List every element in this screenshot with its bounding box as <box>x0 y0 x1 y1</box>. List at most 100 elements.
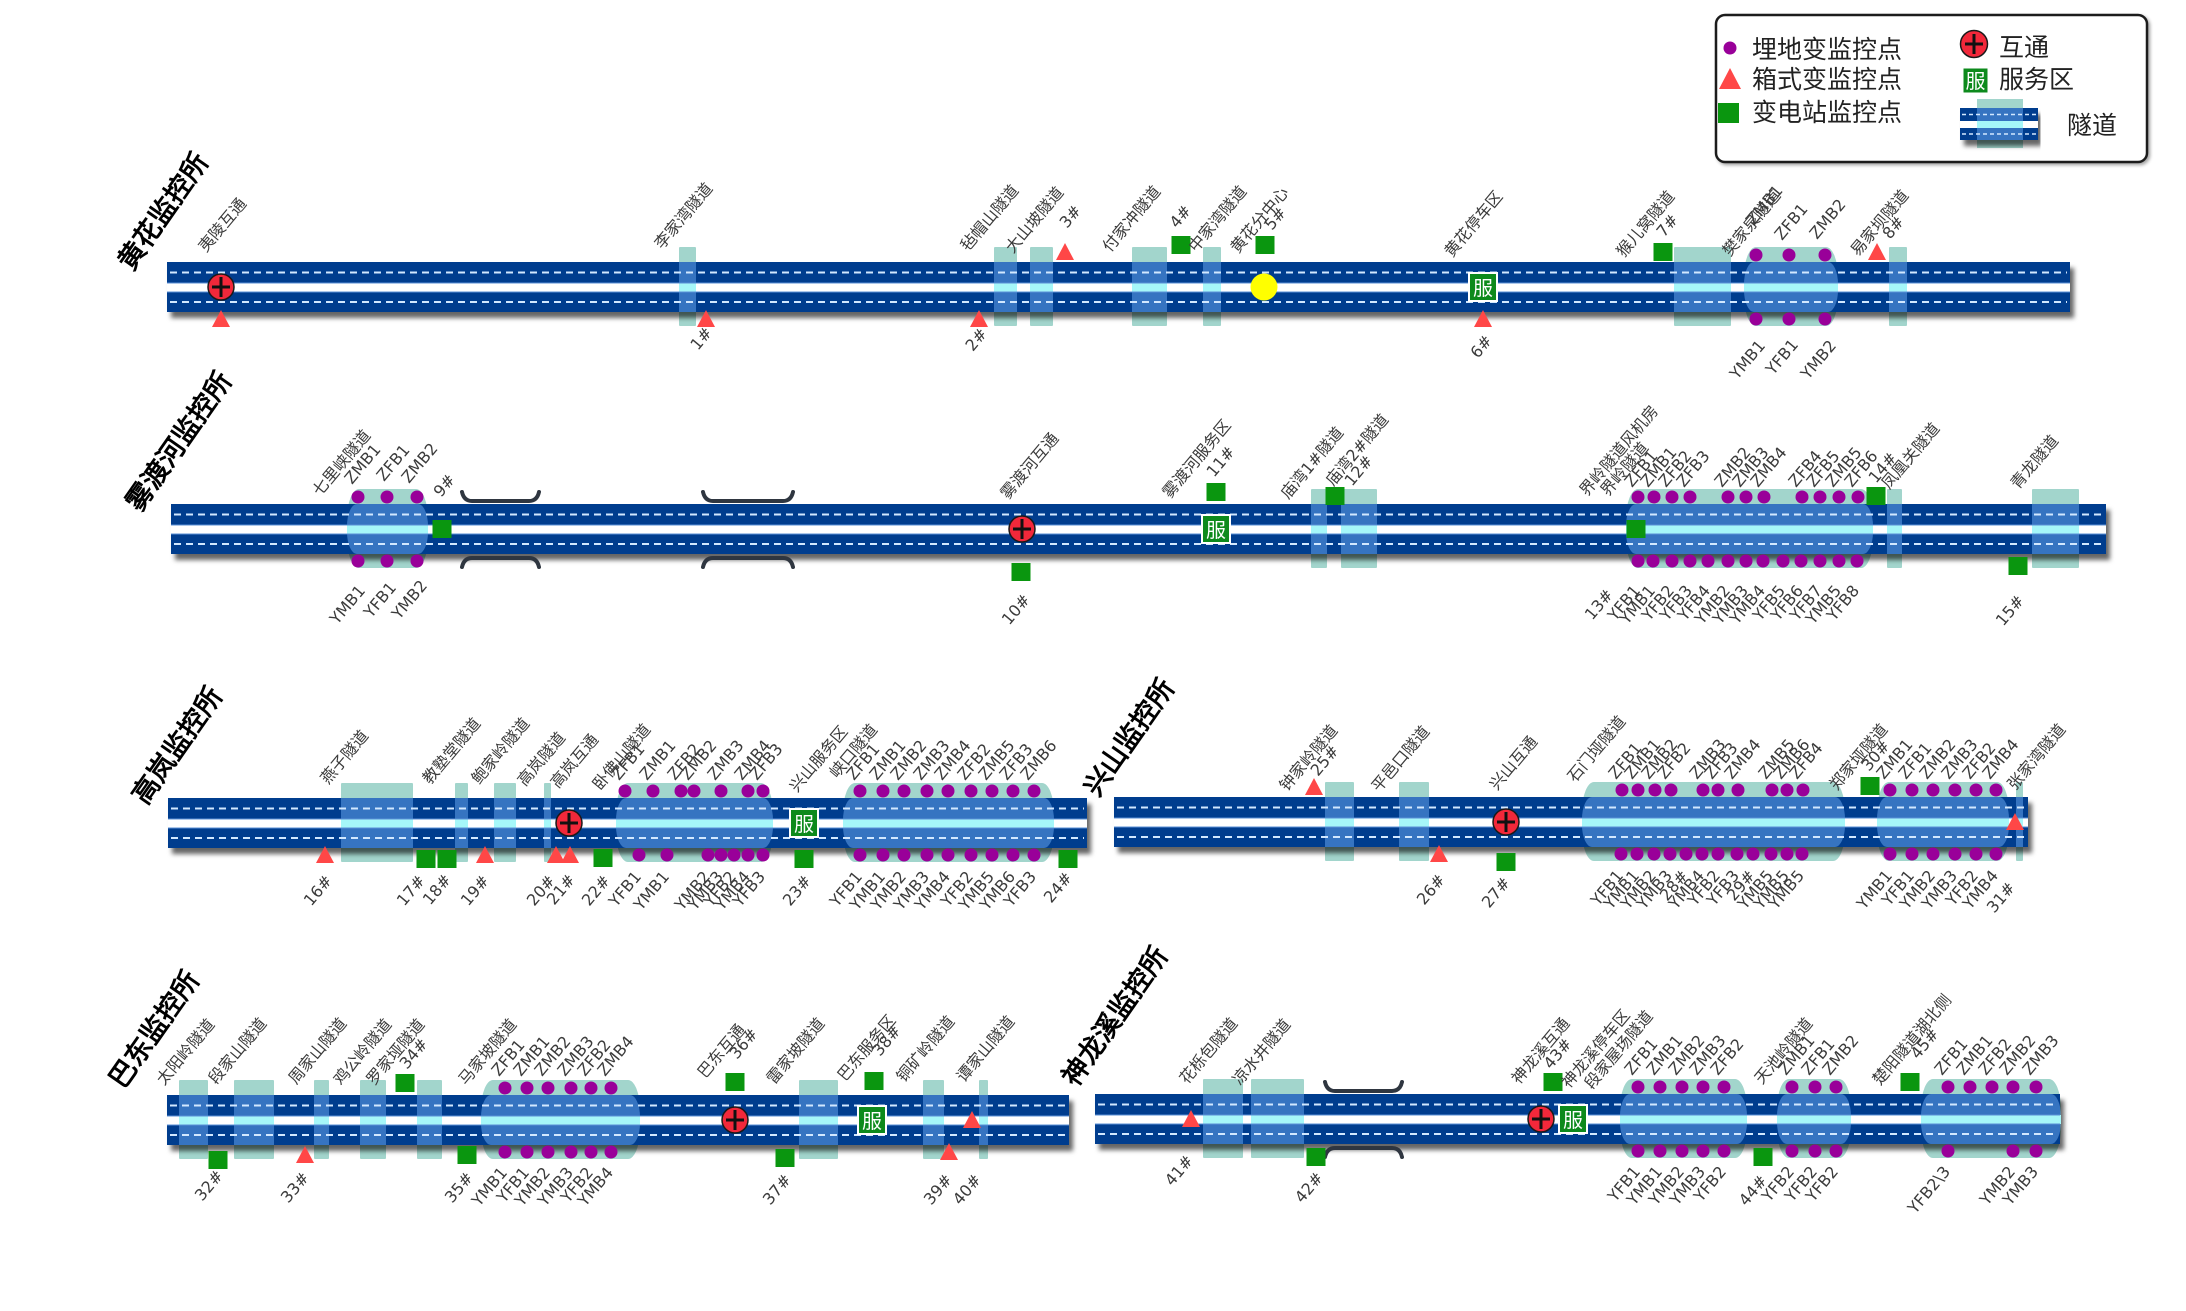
buried-transformer-point <box>1941 1144 1955 1158</box>
buried-transformer-point <box>2029 1144 2043 1158</box>
buried-transformer-point <box>498 1081 512 1095</box>
legend-label: 隧道 <box>2067 111 2117 140</box>
legend: 埋地变监控点 箱式变监控点 变电站监控点 互通 服 服务区 <box>1714 13 2149 164</box>
tunnel-overlay <box>1132 283 1167 292</box>
buried-transformer-point <box>1679 847 1693 861</box>
buried-transformer-point <box>1780 847 1794 861</box>
box-transformer-point <box>547 846 565 863</box>
box-transformer-point <box>2006 813 2024 830</box>
buried-transformer-point <box>964 784 978 798</box>
buried-transformer-point <box>646 784 660 798</box>
tunnel-overlay <box>1921 1115 2061 1124</box>
buried-transformer-point <box>741 848 755 862</box>
tunnel-overlay <box>2032 525 2079 534</box>
buried-transformer-point <box>632 848 646 862</box>
buried-transformer-point <box>964 848 978 862</box>
box-transformer-point <box>697 310 715 327</box>
substation-point <box>437 850 457 868</box>
substation-point <box>794 850 814 868</box>
buried-transformer-point <box>351 554 365 568</box>
buried-transformer-point <box>520 1081 534 1095</box>
buried-transformer-point <box>604 1081 618 1095</box>
buried-transformer-point <box>1683 554 1697 568</box>
buried-transformer-point <box>1948 847 1962 861</box>
service-area-icon: 服 <box>1558 1104 1588 1134</box>
substation-point <box>593 849 613 867</box>
buried-transformer-point <box>1683 490 1697 504</box>
buried-transformer-point <box>1780 783 1794 797</box>
tunnel-overlay <box>1203 283 1221 292</box>
tunnel-overlay <box>341 819 413 828</box>
substation-point <box>432 520 452 538</box>
interchange-icon <box>1959 29 1989 59</box>
buried-transformer-point <box>1796 783 1810 797</box>
buried-transformer-point <box>1675 1080 1689 1094</box>
buried-transformer-point <box>1614 847 1628 861</box>
tunnel-overlay <box>360 1116 386 1125</box>
monitoring-section: 神龙溪监控所服41#花栎包隧道凉水井隧道42#神龙溪互通43#神龙溪停车区段家屋… <box>1056 942 2062 1218</box>
substation-point <box>864 1072 884 1090</box>
buried-transformer-point <box>1631 1080 1645 1094</box>
buried-transformer-point <box>1027 784 1041 798</box>
tunnel-overlay <box>1399 818 1429 827</box>
buried-transformer-point <box>920 848 934 862</box>
buried-transformer-point <box>1782 248 1796 262</box>
buried-transformer-point <box>1926 847 1940 861</box>
bridge-rail-bottom <box>460 556 541 569</box>
buried-transformer-point <box>1665 490 1679 504</box>
buried-transformer-point <box>1695 847 1709 861</box>
buried-transformer-point <box>1647 490 1661 504</box>
box-transformer-point <box>476 846 494 863</box>
buried-transformer-point <box>1653 1080 1667 1094</box>
bridge-rail-top <box>701 490 795 503</box>
buried-transformer-point <box>756 784 770 798</box>
buried-transformer-point <box>756 848 770 862</box>
buried-transformer-point <box>1653 1144 1667 1158</box>
service-area-icon: 服 <box>1201 514 1231 544</box>
interchange-icon <box>207 273 235 301</box>
median <box>1114 818 2028 827</box>
box-transformer-point <box>561 846 579 863</box>
tunnel-overlay <box>1674 283 1731 292</box>
buried-transformer-point <box>1701 554 1715 568</box>
tunnel-overlay <box>544 819 551 828</box>
buried-transformer-point <box>1764 847 1778 861</box>
buried-transformer-point <box>1675 1144 1689 1158</box>
tunnel-overlay <box>1030 283 1053 292</box>
buried-transformer-point <box>1795 490 1809 504</box>
buried-transformer-point <box>1829 1080 1843 1094</box>
buried-transformer-point <box>1883 847 1897 861</box>
bridge-layer <box>460 490 795 569</box>
tunnel-overlay-layer <box>347 504 2079 554</box>
bridge-rail-top <box>460 490 541 503</box>
median <box>167 283 2070 292</box>
buried-transformer-point <box>1851 490 1865 504</box>
buried-transformer-point <box>1717 1080 1731 1094</box>
substation-point <box>1653 243 1673 261</box>
buried-transformer-point <box>1794 554 1808 568</box>
tunnel-overlay-layer <box>341 798 1054 848</box>
box-transformer-point <box>1305 778 1323 795</box>
marker-layer: 服 <box>208 1072 981 1169</box>
buried-transformer-point <box>1795 847 1809 861</box>
tunnel-overlay <box>979 1116 988 1125</box>
buried-transformer-point <box>1630 847 1644 861</box>
tunnel-overlay <box>1325 818 1354 827</box>
buried-transformer-point <box>1739 490 1753 504</box>
lane-marking-layer <box>167 1104 1069 1136</box>
buried-transformer-point <box>920 784 934 798</box>
buried-transformer-point <box>1631 783 1645 797</box>
buried-transformer-point <box>1776 554 1790 568</box>
buried-transformer-point <box>410 554 424 568</box>
buried-transformer-point <box>1756 554 1770 568</box>
substation-point <box>775 1149 795 1167</box>
service-area-glyph: 服 <box>794 812 814 836</box>
service-area-glyph: 服 <box>1966 69 1986 93</box>
buried-transformer-point <box>380 554 394 568</box>
box-transformer-point <box>1868 243 1886 260</box>
buried-transformer-point <box>876 848 890 862</box>
substation-point <box>725 1073 745 1091</box>
buried-transformer-point <box>660 848 674 862</box>
buried-transformer-point <box>410 490 424 504</box>
